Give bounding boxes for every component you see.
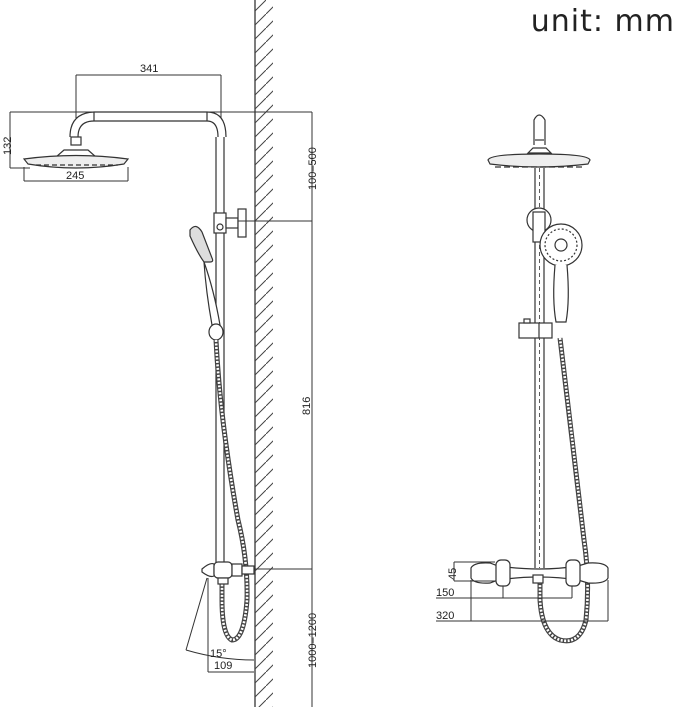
dim-320-label: 320 [436, 610, 454, 622]
dimension-vertical-lines [238, 112, 313, 707]
dimension-arm-length: 341 [75, 63, 222, 118]
dim-45-label: 45 [447, 568, 459, 580]
dim-1000-1200-label: 1000–1200 [307, 613, 319, 668]
hand-shower-front [539, 223, 583, 323]
dim-341-label: 341 [140, 63, 158, 75]
dimension-head-height: 132 [2, 111, 312, 169]
dim-150-label: 150 [436, 587, 454, 599]
hose-side [213, 339, 250, 643]
unit-label: unit: mm [530, 4, 675, 39]
overhead-arm [69, 111, 227, 138]
dim-816-label: 816 [301, 397, 313, 415]
dim-132-label: 132 [2, 137, 14, 155]
rain-shower-head-side [22, 136, 130, 169]
dimension-valve-projection [185, 577, 255, 673]
wall-hatch [254, 0, 273, 707]
slider-holder [518, 318, 553, 339]
dim-109-label: 109 [214, 660, 232, 672]
top-cap [526, 114, 553, 154]
rain-shower-head-front [487, 153, 591, 168]
side-view: 341 132 245 [2, 0, 319, 707]
front-view: 45 150 320 [436, 114, 609, 644]
dim-245-label: 245 [66, 170, 84, 182]
thermostatic-valve-side [201, 561, 255, 585]
thermostatic-valve-front [470, 559, 609, 587]
dim-15-label: 15° [210, 648, 227, 660]
dimension-valve-front [436, 561, 609, 622]
hand-shower-side [189, 225, 224, 341]
hose-front [537, 337, 591, 644]
wall-bracket [213, 208, 247, 238]
wall-bracket-front [526, 207, 552, 243]
dim-100-500-label: 100–500 [307, 147, 319, 190]
dimension-head-diameter: 245 [23, 167, 129, 182]
